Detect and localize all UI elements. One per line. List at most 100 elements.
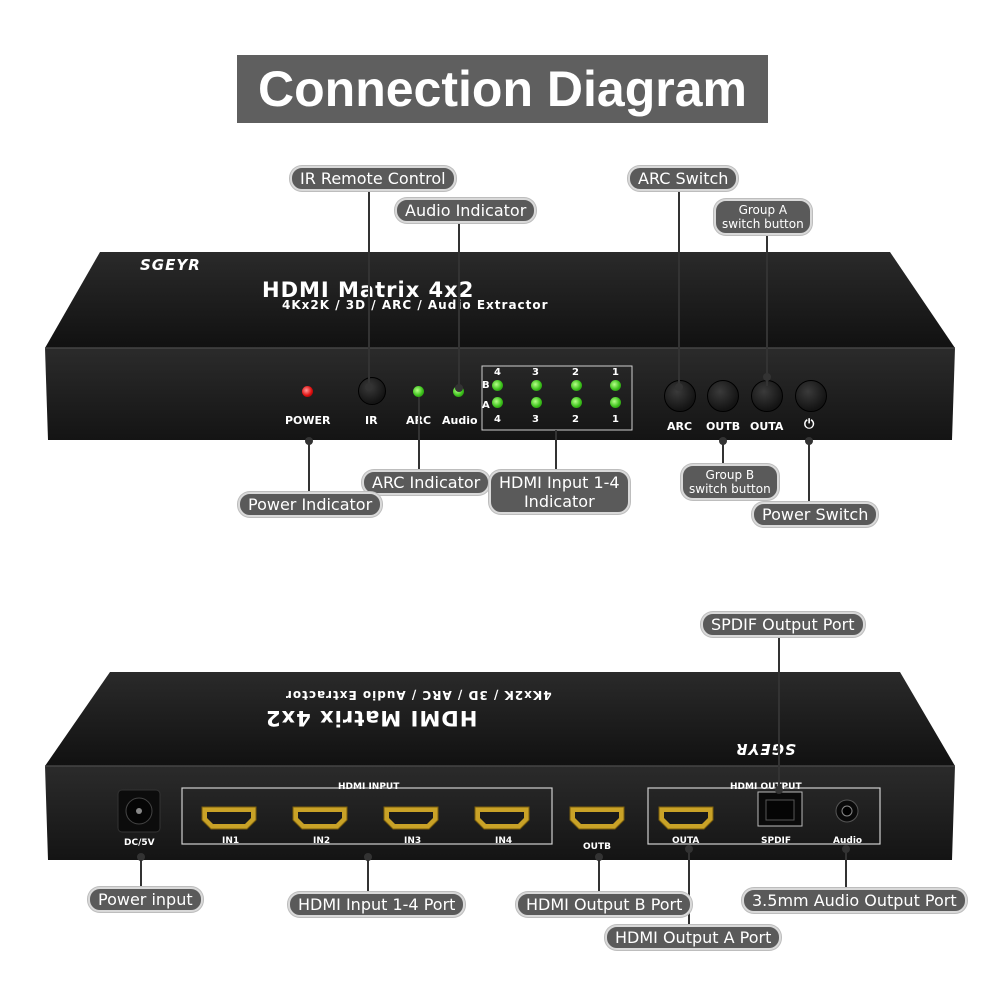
arc-led bbox=[413, 386, 424, 397]
btn-outb-label: OUTB bbox=[706, 420, 741, 433]
leader-power-switch bbox=[808, 440, 810, 503]
leader-dot bbox=[775, 786, 783, 794]
callout-group-a: Group A switch button bbox=[714, 199, 812, 235]
leader-dot bbox=[685, 845, 693, 853]
hdmi-in2-port bbox=[292, 806, 348, 830]
leader-group-b bbox=[722, 440, 724, 465]
led-a2 bbox=[571, 397, 582, 408]
callout-hdmi-output-a: HDMI Output A Port bbox=[605, 925, 782, 950]
hdmi-in1-port bbox=[201, 806, 257, 830]
callout-power-switch: Power Switch bbox=[752, 502, 879, 527]
leader-audio-port bbox=[845, 848, 847, 888]
hdmi-output-label: HDMI OUTPUT bbox=[730, 782, 802, 792]
hdmi-outa-port bbox=[658, 806, 714, 830]
callout-group-a-line1: Group A bbox=[738, 203, 788, 217]
outa-switch-button[interactable] bbox=[751, 380, 783, 412]
hdmi-in3-port bbox=[383, 806, 439, 830]
hdmi-input-label: HDMI INPUT bbox=[338, 782, 400, 792]
leader-dot bbox=[763, 373, 771, 381]
leader-dot bbox=[137, 853, 145, 861]
callout-group-b-line1: Group B bbox=[705, 468, 755, 482]
power-switch-button[interactable] bbox=[795, 380, 827, 412]
front-subtitle: 4Kx2K / 3D / ARC / Audio Extractor bbox=[282, 298, 549, 312]
power-symbol-icon: ⏻ bbox=[804, 417, 815, 432]
callout-hdmi-input-port: HDMI Input 1-4 Port bbox=[288, 892, 466, 917]
input-indicator-frame bbox=[481, 365, 633, 431]
input-num-top-3: 3 bbox=[532, 367, 539, 378]
ir-label: IR bbox=[365, 414, 378, 427]
leader-arc-indicator bbox=[418, 397, 420, 471]
row-a-label: A bbox=[482, 400, 490, 411]
front-top-surface bbox=[45, 252, 955, 348]
leader-group-a bbox=[766, 234, 768, 386]
dc-label: DC/5V bbox=[124, 838, 155, 848]
power-led bbox=[302, 386, 313, 397]
callout-hdmi-input-line2: Indicator bbox=[523, 492, 595, 511]
in4-label: IN4 bbox=[495, 836, 513, 846]
front-brand-logo: SGEYR bbox=[140, 256, 201, 274]
callout-power-indicator: Power Indicator bbox=[238, 492, 383, 517]
spdif-label: SPDIF bbox=[761, 836, 792, 846]
callout-hdmi-input-indicator: HDMI Input 1-4 Indicator bbox=[489, 470, 630, 514]
input-num-top-1: 1 bbox=[612, 367, 619, 378]
power-label: POWER bbox=[285, 414, 331, 427]
audio-label: Audio bbox=[442, 414, 478, 427]
callout-group-a-line2: switch button bbox=[722, 217, 804, 231]
leader-dot bbox=[719, 437, 727, 445]
leader-power-input bbox=[140, 856, 142, 886]
ir-receiver bbox=[358, 377, 386, 405]
leader-spdif bbox=[778, 632, 780, 790]
callout-hdmi-output-b: HDMI Output B Port bbox=[516, 892, 693, 917]
leader-hdmi-input bbox=[555, 430, 557, 470]
back-product-name: HDMI Matrix 4x2 bbox=[265, 706, 478, 730]
in3-label: IN3 bbox=[404, 836, 422, 846]
led-b1 bbox=[610, 380, 621, 391]
outa-label: OUTA bbox=[672, 836, 700, 846]
leader-ir bbox=[368, 186, 370, 386]
led-a4 bbox=[492, 397, 503, 408]
led-b3 bbox=[531, 380, 542, 391]
btn-outa-label: OUTA bbox=[750, 420, 784, 433]
input-num-bottom-4: 4 bbox=[494, 414, 501, 425]
callout-hdmi-input-line1: HDMI Input 1-4 bbox=[499, 473, 620, 492]
hdmi-in4-port bbox=[474, 806, 530, 830]
back-brand-logo: SGEYR bbox=[735, 740, 796, 758]
callout-arc-indicator: ARC Indicator bbox=[362, 470, 491, 495]
led-a3 bbox=[531, 397, 542, 408]
back-subtitle: 4Kx2K / 3D / ARC / Audio Extractor bbox=[285, 688, 552, 702]
leader-hdmi-input-port bbox=[367, 856, 369, 892]
led-a1 bbox=[610, 397, 621, 408]
callout-ir-remote: IR Remote Control bbox=[290, 166, 456, 191]
callout-arc-switch: ARC Switch bbox=[628, 166, 739, 191]
callout-spdif-port: SPDIF Output Port bbox=[701, 612, 865, 637]
front-device bbox=[45, 252, 955, 440]
led-b4 bbox=[492, 380, 503, 391]
row-b-label: B bbox=[482, 380, 490, 391]
led-b2 bbox=[571, 380, 582, 391]
front-product-name: HDMI Matrix 4x2 bbox=[262, 278, 475, 302]
page-title: Connection Diagram bbox=[237, 55, 768, 123]
input-num-bottom-3: 3 bbox=[532, 414, 539, 425]
leader-arc-switch bbox=[678, 186, 680, 386]
hdmi-outb-port bbox=[569, 806, 625, 830]
front-face bbox=[45, 348, 955, 440]
leader-dot bbox=[675, 383, 683, 391]
outb-label: OUTB bbox=[583, 842, 611, 852]
leader-power-indicator bbox=[308, 440, 310, 492]
leader-audio bbox=[458, 217, 460, 387]
leader-dot bbox=[805, 437, 813, 445]
leader-dot bbox=[305, 437, 313, 445]
leader-dot bbox=[365, 383, 373, 391]
input-num-top-4: 4 bbox=[494, 367, 501, 378]
leader-outa bbox=[688, 848, 690, 926]
callout-group-b-line2: switch button bbox=[689, 482, 771, 496]
in1-label: IN1 bbox=[222, 836, 240, 846]
callout-audio-port: 3.5mm Audio Output Port bbox=[742, 888, 967, 913]
leader-dot bbox=[842, 845, 850, 853]
leader-dot bbox=[455, 384, 463, 392]
outb-switch-button[interactable] bbox=[707, 380, 739, 412]
audio-jack-label: Audio bbox=[833, 836, 863, 846]
callout-power-input: Power input bbox=[88, 887, 203, 912]
leader-dot bbox=[364, 853, 372, 861]
leader-dot bbox=[595, 853, 603, 861]
